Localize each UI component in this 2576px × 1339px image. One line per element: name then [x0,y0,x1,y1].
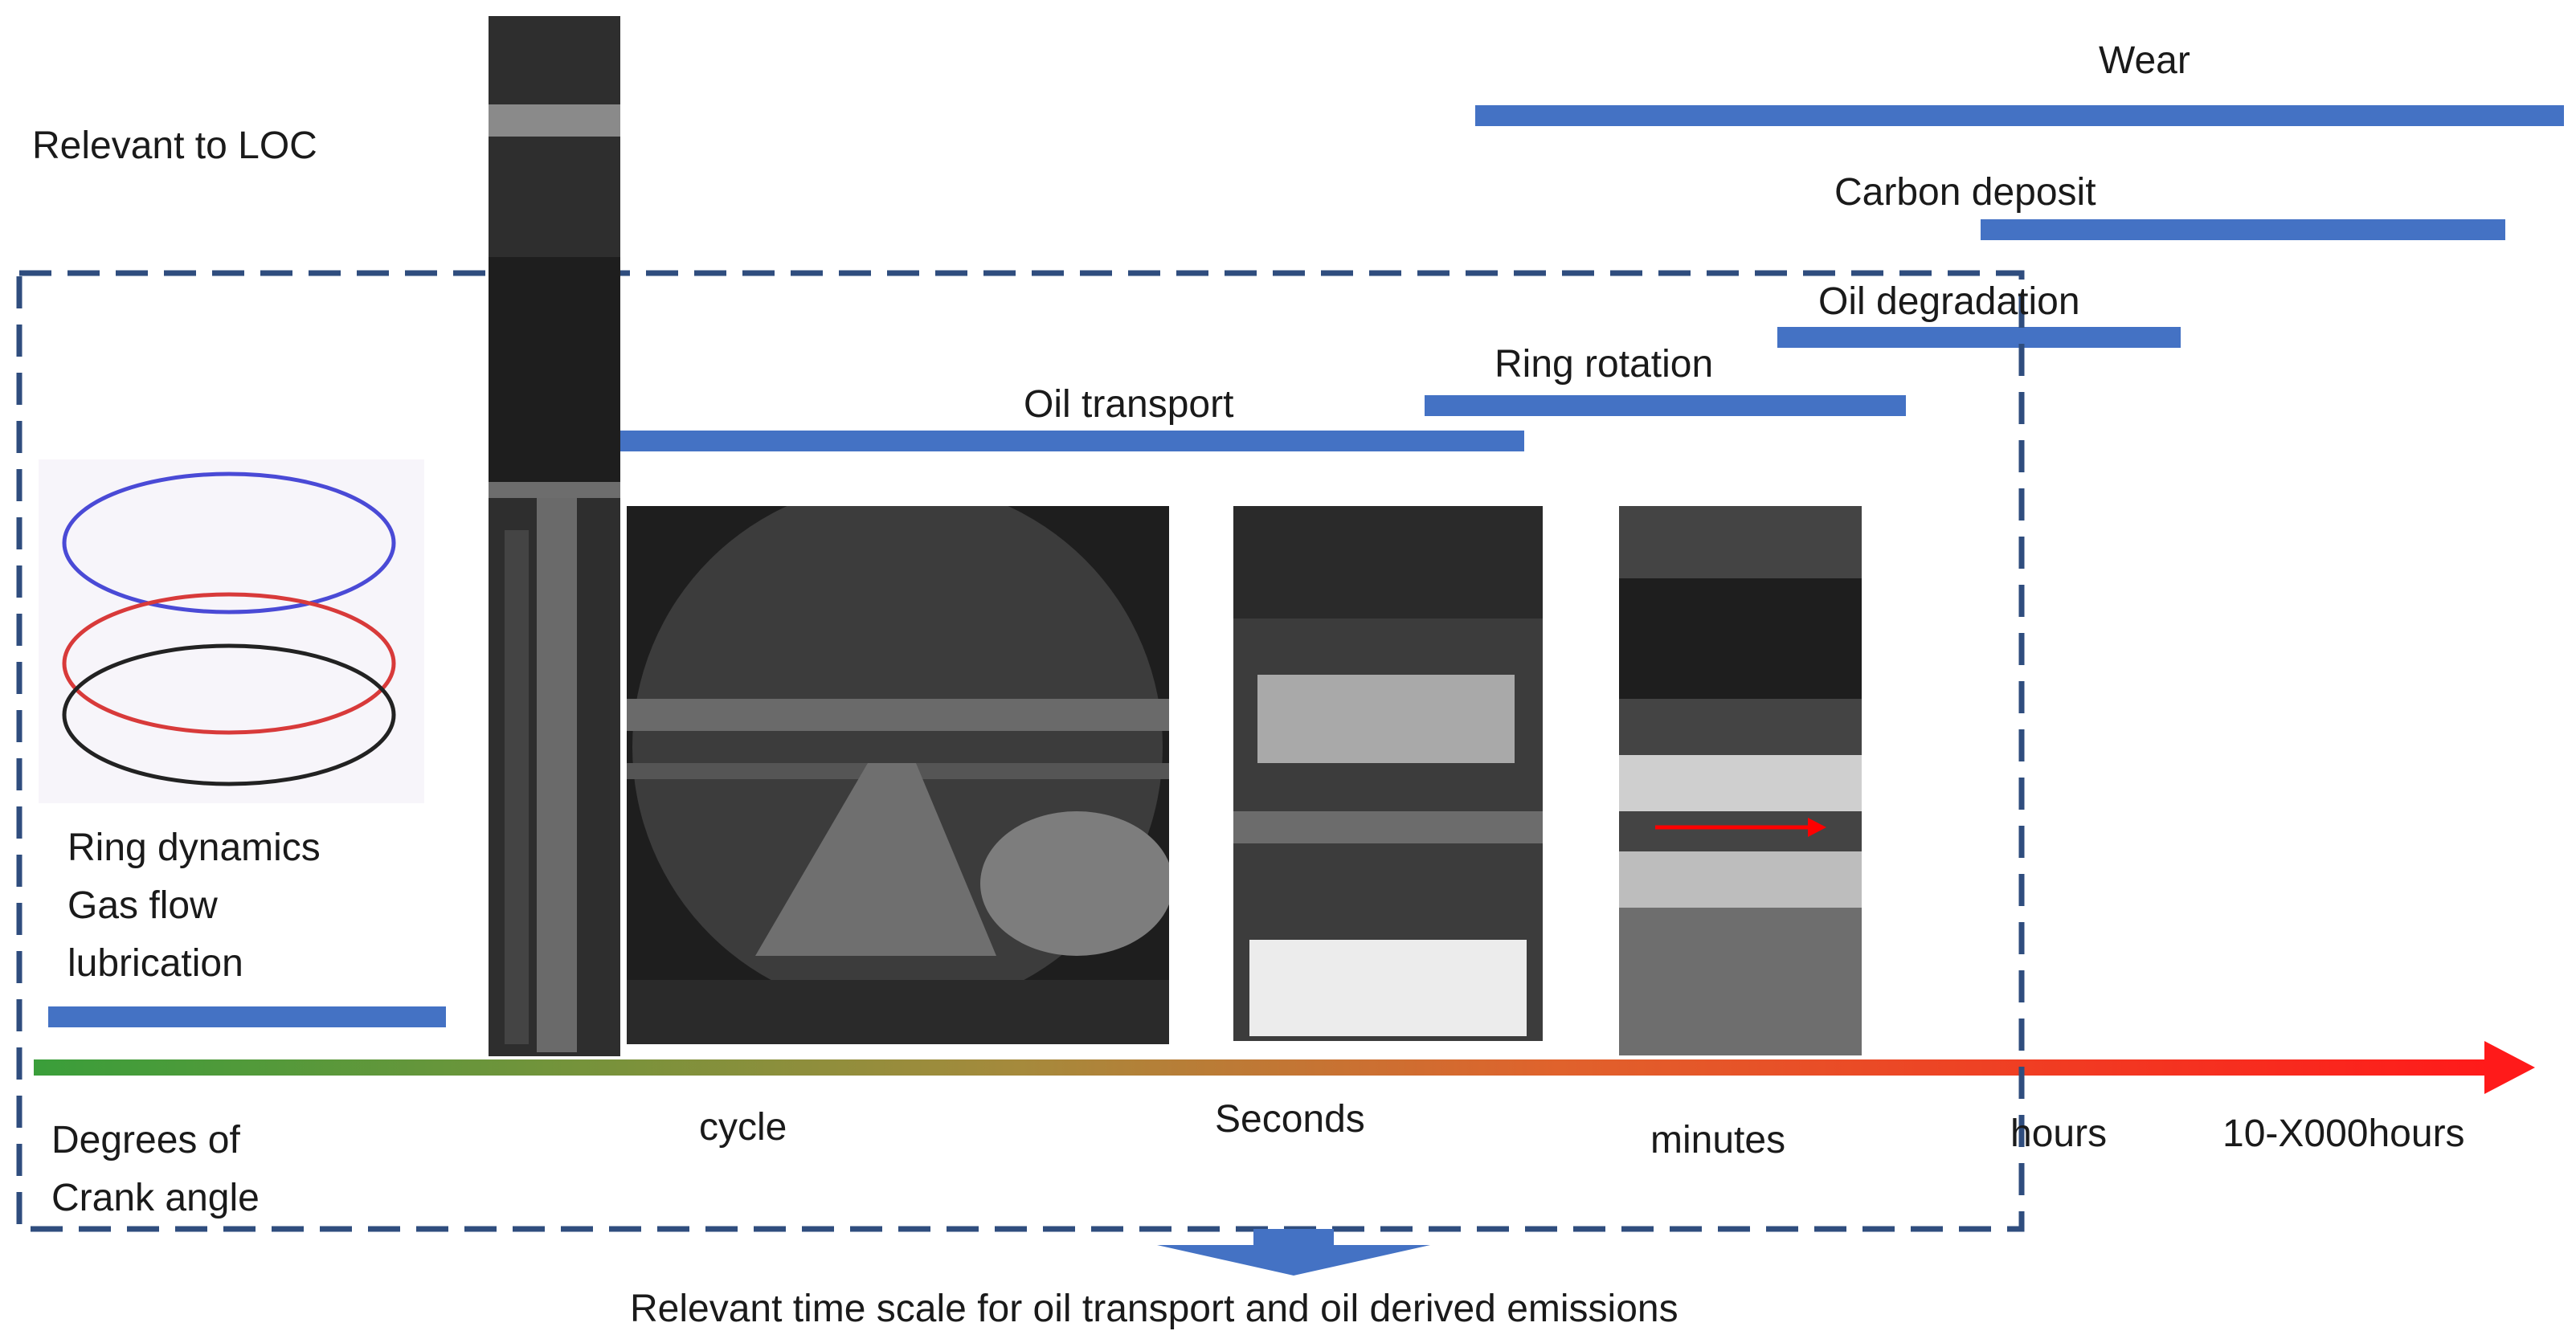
ring-gap-arrowhead [1808,818,1826,837]
vertical-cylinder-photo [489,16,620,1056]
relevant-range-box [16,270,2025,1232]
time-axis [34,1059,2492,1076]
wear-bar [1475,105,2564,126]
oil-degradation-bar [1777,327,2181,348]
down-arrow [1157,1229,1430,1276]
ring-dynamics-bar [48,1006,446,1027]
ring-rotation-bar [1425,395,1906,416]
footer-caption: Relevant time scale for oil transport an… [630,1288,1678,1330]
tick-label-minutes: minutes [1650,1119,1786,1161]
oil-transport-photo [627,506,1169,1044]
tick-label-crank-angle: Crank angle [51,1177,260,1219]
tick-label-hours: hours [2010,1112,2108,1155]
relevant-to-loc-label: Relevant to LOC [32,125,317,167]
ring-illustration-background [39,459,424,803]
carbon-deposit-label: Carbon deposit [1834,171,2096,214]
tick-label-long-hours: 10-X000hours [2222,1112,2465,1155]
ring-illustration [39,459,424,803]
gas-flow-label: Gas flow [67,884,218,927]
oil-degradation-photo [1619,506,1862,1055]
time-axis-arrowhead [2484,1041,2535,1094]
red-ring [62,592,396,735]
black-ring [62,643,396,786]
oil-transport-label: Oil transport [1024,383,1234,426]
ring-rotation-label: Ring rotation [1494,343,1714,386]
wear-label: Wear [2099,39,2190,82]
oil-degradation-label: Oil degradation [1818,280,2080,323]
carbon-deposit-bar [1981,219,2505,240]
lubrication-label: lubrication [67,942,243,985]
oil-transport-bar [618,431,1524,451]
tick-label-seconds: Seconds [1215,1098,1365,1141]
tick-label-cycle: cycle [699,1106,787,1149]
ring-dynamics-label: Ring dynamics [67,827,321,869]
tick-label-degrees-of: Degrees of [51,1119,240,1161]
ring-rotation-photo [1233,506,1543,1041]
blue-ring [62,472,396,614]
